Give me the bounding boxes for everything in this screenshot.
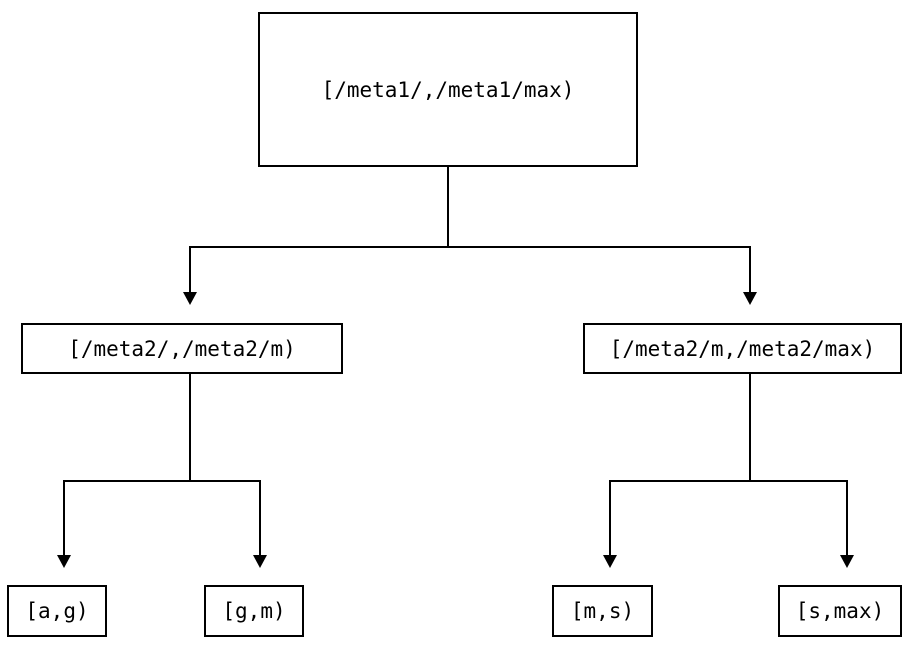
- edge-mid-left-to-leaf-ag: [63, 480, 65, 555]
- edge-mid-right-bar-left: [609, 480, 750, 482]
- node-mid-right[interactable]: [/meta2/m,/meta2/max): [583, 323, 902, 374]
- edge-mid-right-to-leaf-ms: [609, 480, 611, 555]
- node-leaf-ms[interactable]: [m,s): [552, 585, 653, 637]
- node-leaf-ms-label: [m,s): [570, 599, 635, 623]
- node-root-label: [/meta1/,/meta1/max): [321, 77, 575, 102]
- arrowhead-leaf-ms-icon: [603, 555, 617, 568]
- node-mid-left-label: [/meta2/,/meta2/m): [68, 336, 296, 361]
- node-leaf-smax[interactable]: [s,max): [778, 585, 902, 637]
- edge-mid-left-to-leaf-gm: [259, 480, 261, 555]
- node-leaf-smax-label: [s,max): [795, 599, 885, 623]
- edge-root-to-mid-right: [749, 246, 751, 292]
- edge-mid-right-bar-right: [749, 480, 848, 482]
- node-leaf-ag[interactable]: [a,g): [7, 585, 107, 637]
- node-leaf-ag-label: [a,g): [25, 599, 89, 623]
- edge-mid-left-bar: [63, 480, 261, 482]
- arrowhead-leaf-gm-icon: [253, 555, 267, 568]
- edge-mid-left-stem: [189, 374, 191, 482]
- arrowhead-mid-left-icon: [183, 292, 197, 305]
- node-leaf-gm-label: [g,m): [222, 599, 286, 623]
- edge-root-stem: [447, 167, 449, 248]
- edge-mid-right-stem: [749, 374, 751, 482]
- arrowhead-mid-right-icon: [743, 292, 757, 305]
- edge-root-to-mid-left: [189, 246, 191, 292]
- edge-mid-right-to-leaf-smax: [846, 480, 848, 555]
- arrowhead-leaf-smax-icon: [840, 555, 854, 568]
- edge-root-bar: [189, 246, 751, 248]
- node-root[interactable]: [/meta1/,/meta1/max): [258, 12, 638, 167]
- arrowhead-leaf-ag-icon: [57, 555, 71, 568]
- node-leaf-gm[interactable]: [g,m): [204, 585, 304, 637]
- node-mid-left[interactable]: [/meta2/,/meta2/m): [21, 323, 343, 374]
- node-mid-right-label: [/meta2/m,/meta2/max): [609, 336, 876, 361]
